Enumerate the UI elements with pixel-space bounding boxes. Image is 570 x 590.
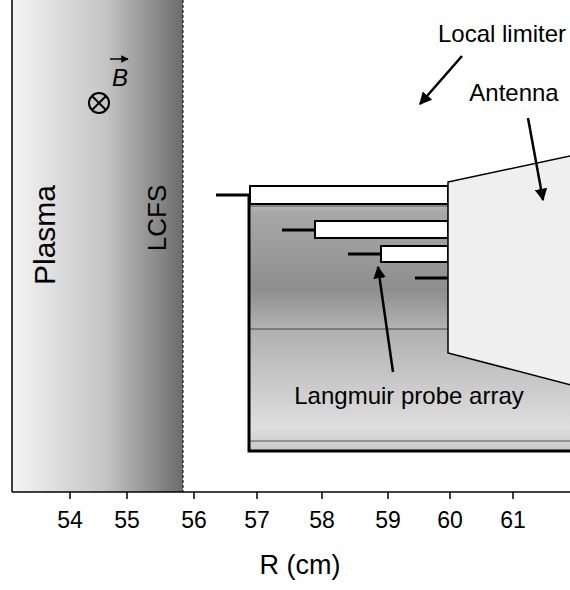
tick-mark [256,492,258,499]
callout-label: B [112,66,128,90]
tick-mark [321,492,323,499]
tick-label: 60 [437,509,463,532]
field-symbol [89,93,109,113]
leader-arrow [528,118,543,200]
tick-label: 56 [181,509,207,532]
region-label: Plasma [30,185,60,285]
callout-label: LCFS [144,185,170,251]
tick-label: 55 [114,509,140,532]
tick-mark [387,492,389,499]
langmuir-probe [216,186,448,278]
axis-line [12,491,570,493]
tick-mark [449,492,451,499]
callout-label: Antenna [469,81,558,105]
tick-label: 54 [57,509,83,532]
axis-line [11,0,13,492]
callout-label: Local limiter [438,22,566,46]
tick-mark [193,492,195,499]
axis-title: R (cm) [260,552,341,579]
axis-ticks [70,492,513,499]
callout-label: Langmuir probe array [294,384,523,408]
vector-arrow [110,58,128,60]
leader-arrow [378,267,393,372]
leader-arrow [420,56,462,104]
lcfs-line [183,0,184,492]
tick-label: 58 [309,509,335,532]
tick-mark [126,492,128,499]
tick-label: 61 [500,509,526,532]
tick-mark [512,492,514,499]
tick-label: 59 [375,509,401,532]
tick-mark [69,492,71,499]
plasma-region [12,0,183,492]
tick-label: 57 [244,509,270,532]
antenna [448,155,570,386]
